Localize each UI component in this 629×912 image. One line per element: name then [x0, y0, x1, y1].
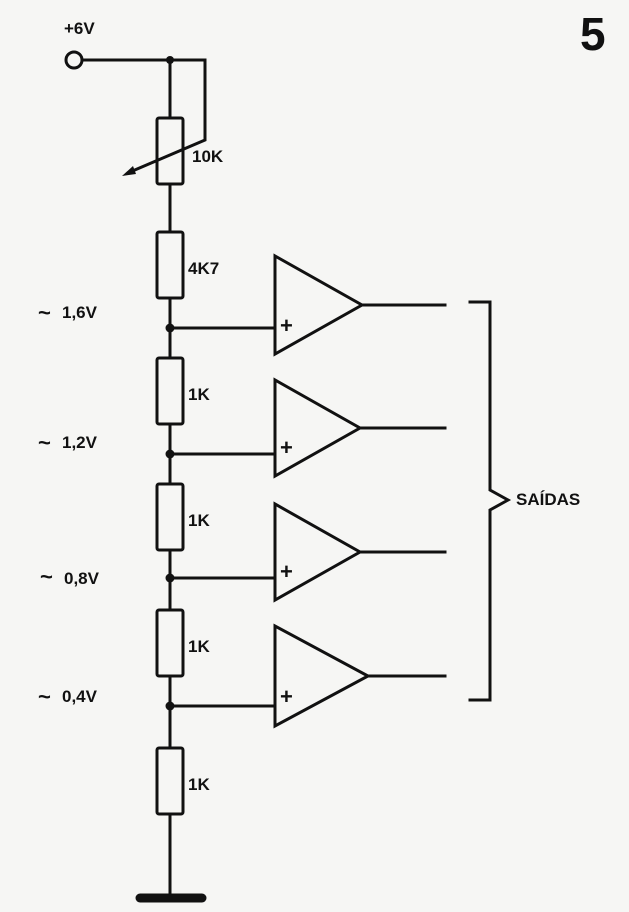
tap-voltage-2: 1,2V [62, 433, 98, 452]
resistor-label-10k: 10K [192, 147, 224, 166]
approx-symbol: ~ [38, 430, 51, 455]
plus-sign: + [280, 313, 293, 338]
resistor-4k7: 4K7 [155, 230, 219, 300]
plus-sign: + [280, 684, 293, 709]
resistor-1k-1: 1K [155, 356, 210, 426]
tap-voltage-4: 0,4V [62, 687, 98, 706]
comparator-3: + [273, 501, 447, 603]
resistor-label-1k: 1K [188, 511, 210, 530]
potentiometer-10k: 10K [122, 58, 224, 186]
figure-number: 5 [580, 8, 606, 60]
approx-symbol: ~ [38, 684, 51, 709]
resistor-label-4k7: 4K7 [188, 259, 219, 278]
resistor-label-1k: 1K [188, 385, 210, 404]
plus-sign: + [280, 559, 293, 584]
comparator-1: + [273, 253, 447, 357]
approx-symbol: ~ [40, 564, 53, 589]
outputs-bracket [468, 300, 512, 702]
resistor-label-1k: 1K [188, 637, 210, 656]
tap-voltage-3: 0,8V [64, 569, 100, 588]
resistor-label-1k: 1K [188, 775, 210, 794]
supply-terminal [64, 50, 84, 70]
resistor-1k-3: 1K [155, 608, 210, 678]
comparator-2: + [273, 377, 447, 479]
resistor-1k-4: 1K [155, 746, 210, 816]
plus-sign: + [280, 435, 293, 460]
resistor-1k-2: 1K [155, 482, 210, 552]
outputs-label: SAÍDAS [516, 490, 580, 509]
tap-voltage-1: 1,6V [62, 303, 98, 322]
approx-symbol: ~ [38, 300, 51, 325]
comparator-4: + [273, 623, 447, 729]
supply-label: +6V [64, 19, 95, 38]
